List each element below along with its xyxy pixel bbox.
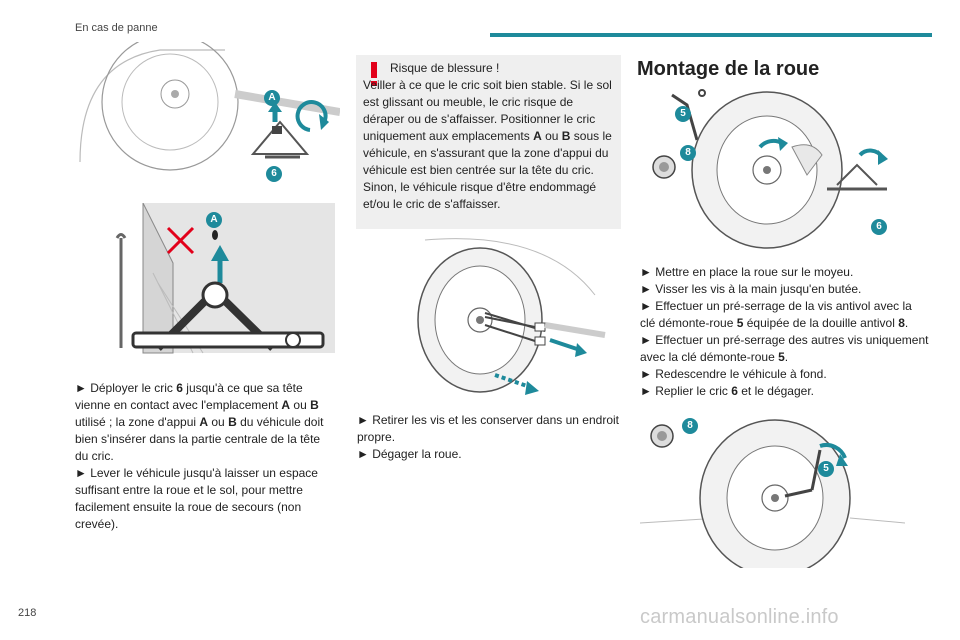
label-6-badge-2: 6 — [871, 219, 887, 235]
label-8-badge-2: 8 — [682, 418, 698, 434]
wheel-mounting-illustration — [652, 89, 888, 249]
warning-box: Risque de blessure ! Veiller à ce que le… — [356, 55, 621, 229]
label-5-badge-1: 5 — [675, 106, 691, 122]
step-other-pretighten: ► Effectuer un pré-serrage des autres vi… — [640, 333, 929, 364]
jack-illustration-1 — [79, 42, 340, 171]
label-8-badge-1: 8 — [680, 145, 696, 161]
step-deploy-jack: ► Déployer le cric 6 jusqu'à ce que sa t… — [75, 381, 324, 463]
step-fold-jack: ► Replier le cric 6 et le dégager. — [640, 384, 814, 398]
step-release-wheel: ► Dégager la roue. — [357, 447, 462, 461]
warning-text: Risque de blessure ! Veiller à ce que le… — [363, 60, 615, 213]
jack-instructions: ► Déployer le cric 6 jusqu'à ce que sa t… — [75, 380, 330, 533]
running-header: En cas de panne — [75, 22, 158, 34]
label-5-badge-2: 5 — [818, 461, 834, 477]
wheel-removal-instructions: ► Retirer les vis et les conserver dans … — [357, 412, 622, 463]
warning-title: Risque de blessure ! — [390, 61, 500, 75]
jack-illustration-2 — [115, 203, 335, 354]
label-a-badge-1: A — [264, 90, 280, 106]
section-title: Montage de la roue — [637, 58, 820, 80]
wheel-tightening-illustration — [640, 419, 905, 568]
wheel-mounting-instructions: ► Mettre en place la roue sur le moyeu. … — [640, 264, 930, 400]
warning-body: Veiller à ce que le cric soit bien stabl… — [363, 78, 612, 211]
page-number: 218 — [18, 607, 37, 619]
step-lift-vehicle: ► Lever le véhicule jusqu'à laisser un e… — [75, 466, 318, 531]
header-accent-bar — [490, 33, 932, 37]
warning-exclamation-icon — [371, 62, 377, 86]
step-hand-tighten: ► Visser les vis à la main jusqu'en buté… — [640, 282, 862, 296]
label-6-badge-1: 6 — [266, 166, 282, 182]
label-a-badge-2: A — [206, 212, 222, 228]
step-antitheft-pretighten: ► Effectuer un pré-serrage de la vis ant… — [640, 299, 912, 330]
step-lower-vehicle: ► Redescendre le véhicule à fond. — [640, 367, 827, 381]
step-place-wheel: ► Mettre en place la roue sur le moyeu. — [640, 265, 854, 279]
wheel-removal-illustration — [417, 238, 606, 395]
watermark: carmanualsonline.info — [640, 606, 839, 628]
step-remove-bolts: ► Retirer les vis et les conserver dans … — [357, 413, 619, 444]
